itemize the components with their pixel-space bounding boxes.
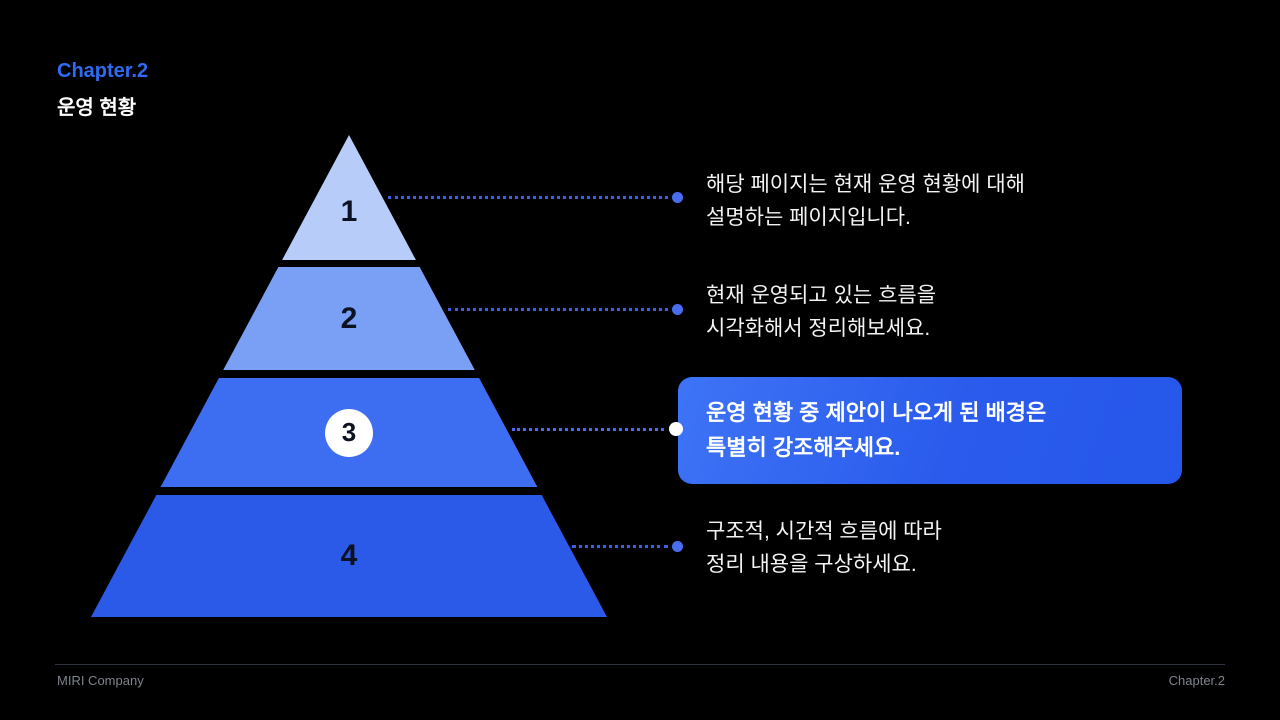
- annotation-1-line-1: 해당 페이지는 현재 운영 현황에 대해: [706, 173, 1025, 196]
- pyramid-level-4: 4: [91, 495, 607, 617]
- pyramid-level-3: 3: [160, 378, 538, 487]
- highlight-line-1: 운영 현황 중 제안이 나오게 된 배경은: [706, 400, 1047, 425]
- endpoint-dot-4: [672, 541, 683, 552]
- annotation-4-line-1: 구조적, 시간적 흐름에 따라: [706, 520, 942, 543]
- annotation-2-line-1: 현재 운영되고 있는 흐름을: [706, 284, 937, 307]
- footer-company: MIRI Company: [57, 673, 144, 688]
- level-3-number: 3: [341, 417, 357, 447]
- page-title: 운영 현황: [57, 97, 137, 119]
- leader-line-4: [572, 545, 668, 548]
- level-1-number: 1: [340, 194, 358, 228]
- footer-divider: [55, 664, 1225, 665]
- annotation-1-line-2: 설명하는 페이지입니다.: [706, 206, 911, 229]
- leader-line-3: [512, 428, 664, 431]
- leader-line-1: [388, 196, 668, 199]
- chapter-label: Chapter.2: [57, 60, 149, 82]
- highlight-line-2: 특별히 강조해주세요.: [706, 435, 901, 460]
- level-3-highlight-circle: 3: [325, 408, 373, 457]
- pyramid-diagram: 1 2 3 4: [91, 135, 607, 617]
- endpoint-dot-2: [672, 304, 683, 315]
- endpoint-dot-1: [672, 192, 683, 203]
- annotation-2-line-2: 시각화해서 정리해보세요.: [706, 317, 931, 340]
- endpoint-dot-3-white: [669, 422, 683, 436]
- leader-line-2: [448, 308, 668, 311]
- annotation-4-line-2: 정리 내용을 구상하세요.: [706, 553, 917, 576]
- pyramid-level-2: 2: [223, 267, 475, 370]
- annotation-2: 현재 운영되고 있는 흐름을 시각화해서 정리해보세요.: [706, 279, 936, 345]
- annotation-4: 구조적, 시간적 흐름에 따라 정리 내용을 구상하세요.: [706, 515, 942, 581]
- level-4-number: 4: [340, 539, 358, 572]
- highlight-callout-text: 운영 현황 중 제안이 나오게 된 배경은 특별히 강조해주세요.: [706, 395, 1046, 465]
- footer-chapter: Chapter.2: [1168, 673, 1225, 688]
- level-2-number: 2: [340, 301, 358, 335]
- annotation-1: 해당 페이지는 현재 운영 현황에 대해 설명하는 페이지입니다.: [706, 168, 1025, 234]
- highlight-callout-box: 운영 현황 중 제안이 나오게 된 배경은 특별히 강조해주세요.: [678, 377, 1182, 484]
